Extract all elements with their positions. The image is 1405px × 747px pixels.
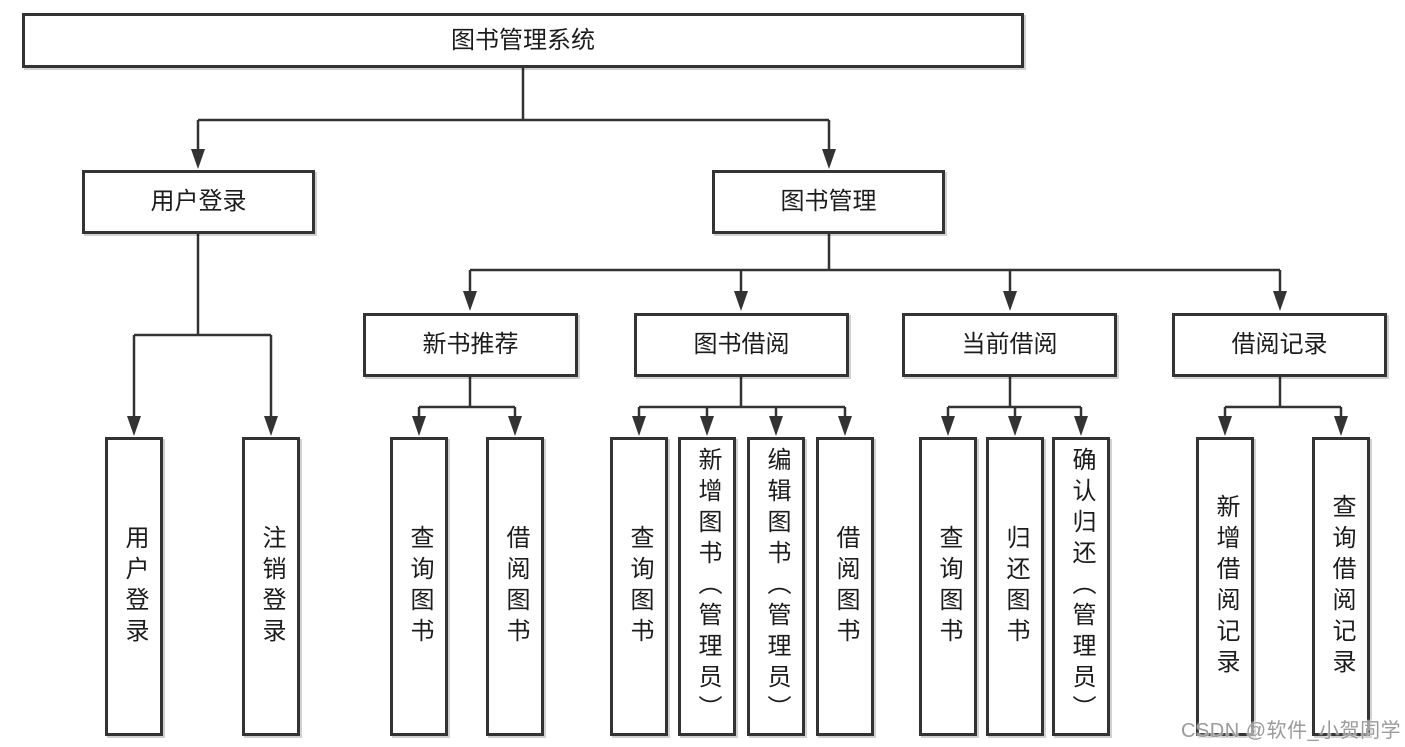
node-book-management: 图书管理 <box>712 170 945 234</box>
leaf-return-books: 归还图书 <box>986 437 1044 736</box>
node-user-login-label: 用户登录 <box>150 188 247 215</box>
leaf-current-query-books-label: 查询图书 <box>935 524 962 649</box>
node-book-management-label: 图书管理 <box>780 188 877 215</box>
leaf-confirm-return-admin: 确认归还（管理员） <box>1052 437 1110 736</box>
leaf-logout: 注销登录 <box>242 437 300 736</box>
leaf-edit-books-admin: 编辑图书（管理员） <box>747 437 805 736</box>
leaf-recommend-borrow-books-label: 借阅图书 <box>502 524 529 649</box>
leaf-borrowing-borrow-books: 借阅图书 <box>816 437 874 736</box>
node-borrowing-records: 借阅记录 <box>1172 313 1387 377</box>
node-current-borrowing-label: 当前借阅 <box>961 331 1058 358</box>
leaf-add-borrow-record: 新增借阅记录 <box>1196 437 1254 736</box>
node-user-login: 用户登录 <box>82 170 315 234</box>
watermark-text: CSDN @软件_小贺同学 <box>1181 720 1402 742</box>
leaf-query-borrow-record-label: 查询借阅记录 <box>1328 493 1355 680</box>
leaf-recommend-query-books-label: 查询图书 <box>406 524 433 649</box>
node-borrowing-records-label: 借阅记录 <box>1231 331 1328 358</box>
leaf-return-books-label: 归还图书 <box>1002 524 1029 649</box>
leaf-borrowing-query-books: 查询图书 <box>610 437 668 736</box>
leaf-recommend-borrow-books: 借阅图书 <box>486 437 544 736</box>
node-root-label: 图书管理系统 <box>451 26 595 54</box>
leaf-query-borrow-record: 查询借阅记录 <box>1312 437 1370 736</box>
node-new-book-recommendation-label: 新书推荐 <box>422 331 519 358</box>
leaf-user-login: 用户登录 <box>105 437 163 736</box>
node-current-borrowing: 当前借阅 <box>902 313 1117 377</box>
leaf-borrowing-borrow-books-label: 借阅图书 <box>832 524 859 649</box>
node-book-borrowing-label: 图书借阅 <box>693 331 790 358</box>
leaf-add-borrow-record-label: 新增借阅记录 <box>1212 493 1239 680</box>
leaf-confirm-return-admin-label: 确认归还（管理员） <box>1068 447 1095 726</box>
leaf-logout-label: 注销登录 <box>258 524 285 649</box>
leaf-add-books-admin: 新增图书（管理员） <box>678 437 736 736</box>
node-new-book-recommendation: 新书推荐 <box>363 313 578 377</box>
leaf-add-books-admin-label: 新增图书（管理员） <box>694 447 721 726</box>
leaf-borrowing-query-books-label: 查询图书 <box>626 524 653 649</box>
node-book-borrowing: 图书借阅 <box>634 313 849 377</box>
leaf-recommend-query-books: 查询图书 <box>390 437 448 736</box>
node-root: 图书管理系统 <box>22 13 1024 68</box>
leaf-current-query-books: 查询图书 <box>919 437 977 736</box>
leaf-user-login-label: 用户登录 <box>121 524 148 649</box>
leaf-edit-books-admin-label: 编辑图书（管理员） <box>763 447 790 726</box>
